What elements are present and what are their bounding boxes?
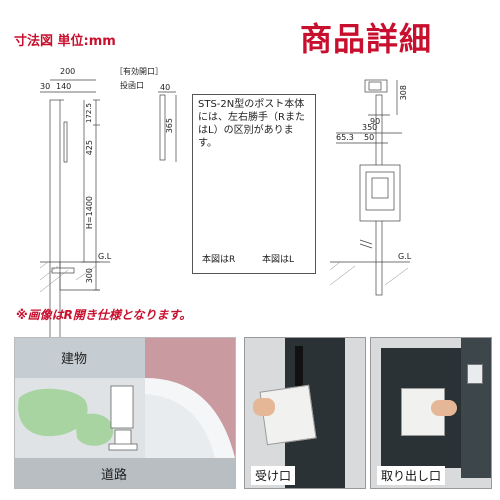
r-opening-warning: ※画像はR開き仕様となります。: [16, 308, 192, 322]
open-door: [461, 338, 491, 478]
dim-308: 308: [399, 85, 408, 101]
dim-200: 200: [60, 67, 76, 76]
dim-40: 40: [160, 83, 171, 92]
installation-illustration: 建物 道路: [14, 337, 236, 489]
handedness-note-box: [192, 94, 316, 274]
receive-caption: 受け口: [251, 466, 296, 485]
hand-inside: [431, 400, 457, 416]
dim-300: 300: [85, 268, 94, 284]
product-detail-title: 商品詳細: [300, 20, 433, 58]
door-label-plate: [467, 364, 483, 384]
gl-right: G.L: [398, 252, 412, 261]
gl-left: G.L: [98, 252, 112, 261]
slot-label: 投函口: [120, 81, 144, 90]
dim-140: 140: [56, 82, 72, 91]
r-caption: 本図はR: [202, 255, 236, 265]
dim-425: 425: [85, 140, 94, 156]
dim-50: 50: [364, 133, 375, 142]
handedness-note: STS-2N型のポスト本体には、左右勝手（RまたはL）の区別があります。: [198, 99, 305, 149]
takeout-caption: 取り出し口: [377, 466, 446, 485]
building-label: 建物: [61, 352, 88, 367]
dim-365: 365: [165, 118, 174, 134]
road-label: 道路: [101, 468, 128, 483]
site-plan: [15, 338, 235, 488]
dim-30: 30: [40, 82, 51, 91]
photo-takeout-door: 取り出し口: [370, 337, 492, 489]
l-caption: 本図はL: [262, 255, 295, 265]
dim-90: 90: [370, 117, 381, 126]
dim-172: 172.5: [85, 103, 93, 124]
photo-receive-slot: 受け口: [244, 337, 366, 489]
dim-h1400: H=1400: [85, 196, 94, 230]
dimension-title: 寸法図 単位:mm: [14, 34, 116, 49]
dim-65: 65.3: [336, 133, 354, 142]
effective-opening-label: ［有効開口］: [115, 67, 163, 76]
hand: [253, 398, 275, 416]
dim-350: 350: [362, 123, 378, 132]
